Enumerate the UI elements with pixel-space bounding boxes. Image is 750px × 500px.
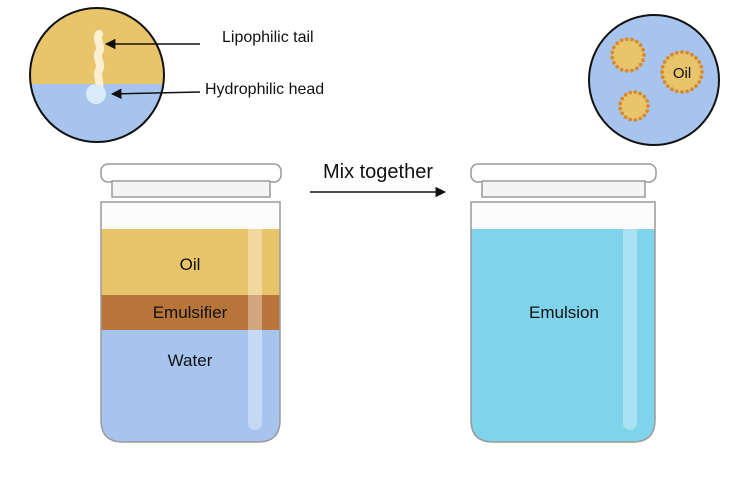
emulsifier-dot — [697, 80, 702, 84]
emulsifier-dot — [633, 118, 638, 122]
oil-droplet-core — [662, 52, 702, 92]
emulsifier-dot — [694, 56, 698, 60]
emulsifier-dot — [660, 75, 665, 80]
jar-left-highlight — [248, 205, 262, 430]
emulsifier-dot — [624, 69, 629, 73]
emulsifier-dot — [634, 66, 639, 71]
emulsifier-dot — [680, 90, 684, 94]
emulsifier-dot — [619, 67, 624, 72]
emulsifier-dot — [674, 89, 679, 94]
emulsifier-dot — [700, 70, 704, 74]
oil-droplet — [610, 37, 646, 73]
emulsion-label: Emulsion — [529, 303, 599, 322]
jar-right-outline — [470, 201, 656, 443]
emulsifier-dot — [670, 52, 674, 57]
emulsifier-dot — [620, 111, 624, 116]
emulsifier-dot — [699, 75, 704, 80]
jar-right-neck — [481, 180, 646, 198]
emulsifier-dot — [638, 43, 643, 48]
emulsifier-dot — [641, 58, 645, 63]
emulsifier-layer-label: Emulsifier — [153, 303, 228, 322]
jar-right-lid-top — [470, 163, 657, 183]
inset-outline — [29, 7, 165, 143]
water-layer — [101, 330, 280, 442]
emulsifier-layer — [101, 295, 280, 330]
water-layer-label: Water — [168, 351, 213, 370]
jar-left-neck — [111, 180, 271, 198]
emulsifier-dot — [662, 80, 667, 84]
emulsifier-dot — [628, 90, 633, 95]
emulsifier-dot — [690, 52, 694, 57]
emulsifier-dot — [674, 50, 679, 55]
jar-left-outline — [100, 201, 281, 443]
emulsifier-dot — [633, 90, 638, 94]
emulsifier-dot — [685, 89, 690, 94]
emulsifier-dot — [624, 37, 629, 41]
oil-layer-label: Oil — [180, 255, 201, 274]
emulsifier-dot — [670, 87, 674, 92]
jar-left-lid-top — [100, 163, 282, 183]
lipophilic-tail-shape — [93, 30, 105, 92]
emulsifier-dot — [615, 41, 620, 46]
emulsifier-dot — [680, 50, 684, 54]
emulsifier-dot — [628, 117, 633, 122]
emulsifier-dot — [630, 37, 634, 42]
emulsifier-dot — [645, 109, 649, 113]
emulsifier-dot — [642, 94, 647, 99]
lipophilic-tail-label: Lipophilic tail — [222, 29, 314, 46]
emulsifier-dot — [641, 47, 645, 52]
emulsifier-dot — [642, 113, 647, 118]
hydrophilic-head-shape — [86, 84, 106, 104]
mix-together-label: Mix together — [323, 161, 433, 183]
emulsifier-dot — [685, 50, 690, 55]
emulsifier-dot — [634, 39, 639, 44]
emulsifier-dot — [638, 116, 643, 121]
emulsifier-dot — [623, 92, 628, 97]
emulsifier-dot — [618, 101, 623, 106]
emulsifier-dot — [694, 84, 698, 88]
emulsifier-dot — [619, 38, 624, 43]
emulsifier-dot — [697, 60, 702, 64]
emulsifier-dot — [618, 106, 623, 111]
emulsifier-dot — [615, 64, 620, 69]
oil-droplet — [618, 90, 650, 122]
emulsifier-dot — [642, 53, 646, 57]
emulsifier-dot — [638, 91, 643, 96]
emulsifier-dot — [630, 68, 634, 73]
head-pointer-arrow — [110, 88, 201, 100]
emulsifier-dot — [612, 45, 616, 50]
jar-before-mixing: Oil Emulsifier Water — [100, 163, 282, 443]
emulsifier-dot — [662, 60, 667, 64]
emulsifier-dot — [623, 115, 628, 120]
jar-right-highlight — [623, 205, 637, 430]
emulsifier-dot — [610, 50, 615, 55]
oil-droplet-core — [612, 39, 644, 71]
emulsifier-dot — [610, 55, 615, 60]
emulsifier-dot — [660, 70, 664, 74]
emulsifier-dot — [612, 60, 616, 65]
oil-layer — [101, 229, 280, 295]
emulsion-layer — [471, 229, 655, 442]
jar-after-mixing: Emulsion — [470, 163, 657, 443]
emulsifier-dot — [620, 96, 624, 101]
emulsifier-dot — [699, 64, 704, 69]
emulsifier-dot — [645, 99, 649, 103]
oil-droplet-core — [620, 92, 648, 120]
oil-droplets — [610, 37, 704, 122]
emulsifier-dot — [660, 64, 665, 69]
droplet-oil-label: Oil — [673, 65, 691, 82]
emulsifier-dot — [646, 104, 650, 108]
emulsifier-dot — [690, 87, 694, 92]
emulsifier-dot — [666, 56, 670, 60]
emulsifier-dot — [666, 84, 670, 88]
hydrophilic-head-label: Hydrophilic head — [205, 81, 324, 98]
oil-droplet — [660, 50, 704, 94]
emulsifier-dot — [638, 62, 643, 67]
